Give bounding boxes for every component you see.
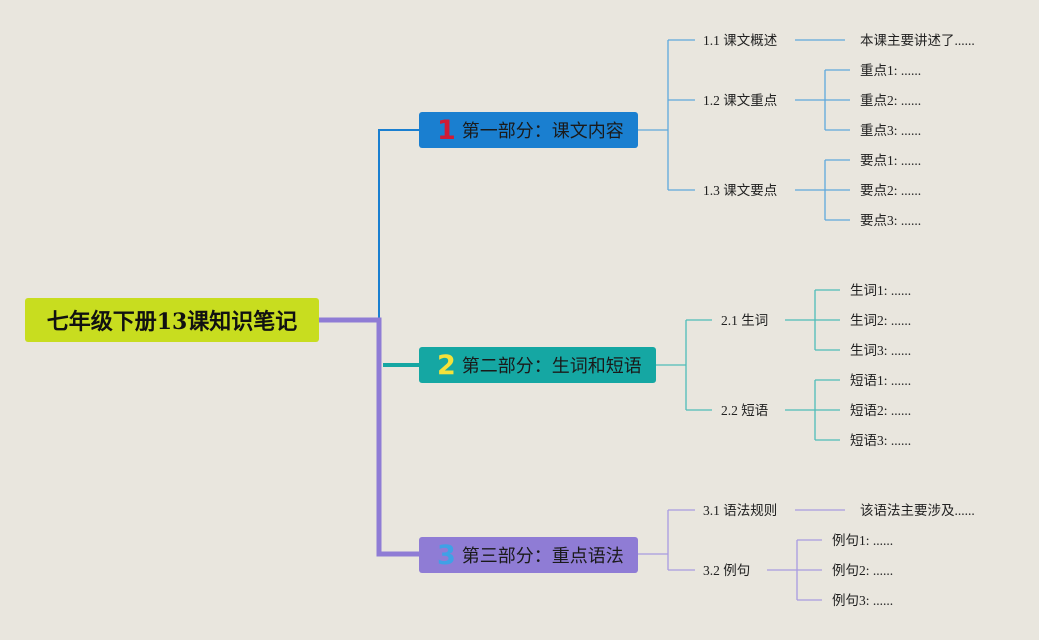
leaf-1-3-1[interactable]: 要点1: ...... [860, 153, 922, 168]
branch-node-3[interactable]: 3 第三部分：重点语法 [419, 537, 638, 573]
connector-branch3-subs [638, 509, 695, 571]
leaf-2-2-2[interactable]: 短语2: ...... [850, 403, 912, 418]
connector-branch1-subs [638, 39, 695, 191]
leaf-1-2-3[interactable]: 重点3: ...... [860, 123, 922, 138]
leaf-1-3-2[interactable]: 要点2: ...... [860, 183, 922, 198]
branch-number-3: 3 [437, 539, 456, 571]
leaf-2-2-1[interactable]: 短语1: ...... [850, 373, 912, 388]
leaf-2-1-3[interactable]: 生词3: ...... [850, 343, 912, 358]
connector-sub21-leaves [785, 289, 840, 351]
subtopic-1-3[interactable]: 1.3 课文要点 [703, 183, 778, 198]
connector-sub12-leaves [795, 69, 850, 131]
root-title: 七年级下册13课知识笔记 [46, 309, 298, 335]
connector-branch2-subs [656, 319, 712, 411]
leaf-3-2-1[interactable]: 例句1: ...... [832, 533, 894, 548]
branch-label-1: 第一部分：课文内容 [461, 121, 624, 142]
leaf-3-1-1[interactable]: 该语法主要涉及...... [860, 503, 975, 518]
leaf-1-3-3[interactable]: 要点3: ...... [860, 213, 922, 228]
branch-label-3: 第三部分：重点语法 [461, 546, 624, 567]
connector-root-branch1 [319, 129, 419, 321]
subtopic-2-1[interactable]: 2.1 生词 [721, 313, 769, 328]
branch-node-2[interactable]: 2 第二部分：生词和短语 [419, 347, 656, 383]
subtopic-1-1[interactable]: 1.1 课文概述 [703, 33, 778, 48]
branch-number-1: 1 [437, 114, 456, 146]
subtopic-1-2[interactable]: 1.2 课文重点 [703, 93, 778, 108]
leaf-1-2-1[interactable]: 重点1: ...... [860, 63, 922, 78]
branch-node-1[interactable]: 1 第一部分：课文内容 [419, 112, 638, 148]
leaf-2-1-2[interactable]: 生词2: ...... [850, 313, 912, 328]
branch-label-2: 第二部分：生词和短语 [461, 356, 642, 377]
connector-root-branch3 [319, 317, 419, 557]
subtopic-2-2[interactable]: 2.2 短语 [721, 403, 769, 418]
branch-number-2: 2 [437, 349, 456, 381]
leaf-2-1-1[interactable]: 生词1: ...... [850, 283, 912, 298]
leaf-1-2-2[interactable]: 重点2: ...... [860, 93, 922, 108]
leaf-3-2-2[interactable]: 例句2: ...... [832, 563, 894, 578]
leaf-3-2-3[interactable]: 例句3: ...... [832, 593, 894, 608]
subtopic-3-2[interactable]: 3.2 例句 [703, 563, 751, 578]
connector-sub22-leaves [785, 379, 840, 441]
connector-sub13-leaves [795, 159, 850, 221]
subtopic-3-1[interactable]: 3.1 语法规则 [703, 503, 778, 518]
connector-sub32-leaves [767, 539, 822, 601]
root-node[interactable]: 七年级下册13课知识笔记 [25, 298, 319, 342]
leaf-1-1-1[interactable]: 本课主要讲述了...... [860, 33, 975, 48]
leaf-2-2-3[interactable]: 短语3: ...... [850, 433, 912, 448]
